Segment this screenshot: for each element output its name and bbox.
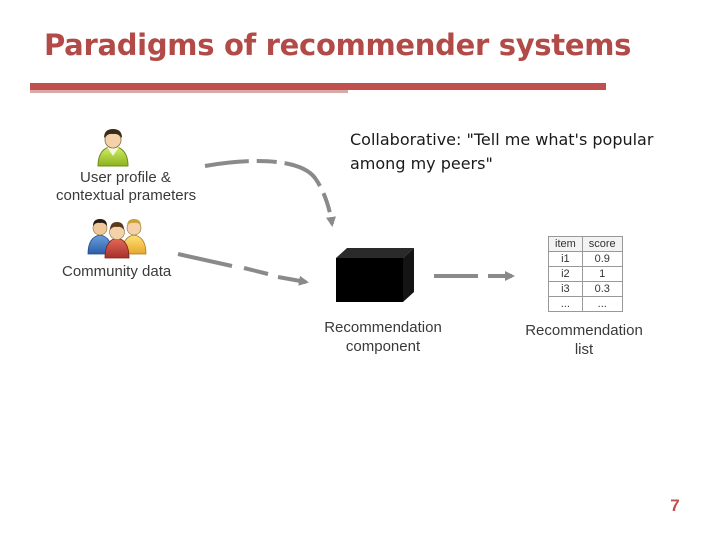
table-row: i1 0.9 (548, 251, 623, 267)
list-label-line-1: Recommendation (525, 322, 643, 339)
user-profile-label-line-2: contextual prameters (56, 187, 197, 204)
community-to-component-arrow (177, 252, 306, 282)
recommendation-list-table: item score i1 0.9 i2 1 i3 0.3 ... ... (548, 236, 623, 312)
table-cell: ... (581, 296, 623, 312)
table-cell: ... (548, 296, 583, 312)
collaborative-caption: Collaborative: "Tell me what's popular a… (350, 128, 680, 176)
title-underline (30, 83, 606, 90)
table-row: i2 1 (548, 266, 623, 282)
caption-line-1: Collaborative: "Tell me what's popular (350, 130, 654, 149)
table-cell: i2 (548, 266, 583, 282)
user-profile-icon (97, 129, 129, 167)
table-row: i3 0.3 (548, 281, 623, 297)
recommendation-component-box (336, 248, 414, 302)
table-cell: i1 (548, 251, 583, 267)
community-icon (87, 219, 147, 259)
table-header-row: item score (548, 236, 623, 252)
profile-to-component-arrow (204, 159, 336, 227)
user-profile-label-line-1: User profile & (80, 169, 171, 186)
caption-line-2: among my peers" (350, 154, 493, 173)
table-cell: i3 (548, 281, 583, 297)
column-header-score: score (581, 236, 623, 252)
component-label-line-2: component (345, 338, 421, 355)
table-row: ... ... (548, 296, 623, 312)
community-label: Community data (62, 263, 172, 280)
user-profile-label-2: contextual prameters (56, 186, 196, 205)
list-label-line-2: list (574, 341, 594, 358)
recommendation-list-label: Recommendation list (514, 321, 654, 359)
page-number: 7 (670, 496, 680, 515)
table-cell: 0.3 (581, 281, 623, 297)
component-label-line-1: Recommendation (324, 319, 442, 336)
column-header-item: item (548, 236, 583, 252)
title-underline-accent (30, 90, 348, 93)
component-label: Recommendation component (310, 318, 456, 356)
table-cell: 1 (581, 266, 623, 282)
slide-title: Paradigms of recommender systems (44, 28, 632, 62)
user-profile-label: User profile & (80, 168, 171, 187)
table-cell: 0.9 (581, 251, 623, 267)
